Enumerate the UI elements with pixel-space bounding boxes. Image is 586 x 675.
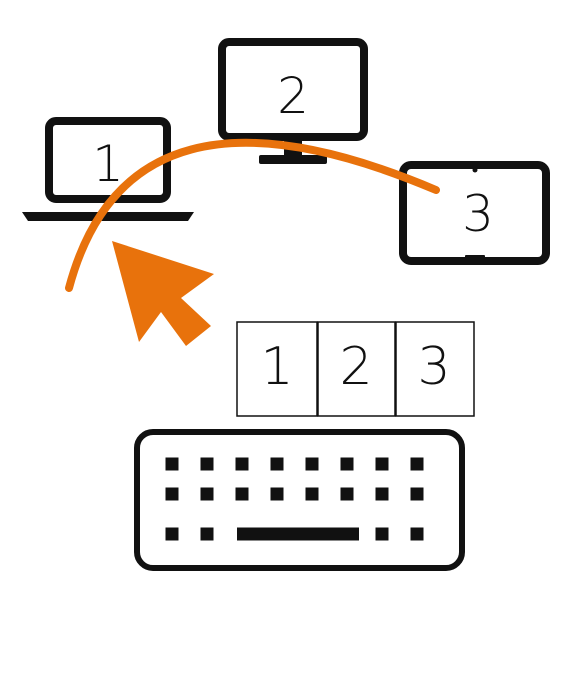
keyboard-key	[165, 527, 179, 541]
keyboard-key	[270, 487, 284, 501]
number-keys: 1 2 3	[236, 321, 475, 417]
curved-arrow-icon	[65, 138, 440, 346]
key-2: 2	[317, 321, 396, 417]
key-label-1: 1	[260, 337, 293, 397]
keyboard-key	[305, 457, 319, 471]
device-label-1: 1	[92, 135, 124, 193]
keyboard-icon	[134, 429, 465, 571]
keyboard-key	[200, 457, 214, 471]
keyboard-key	[200, 527, 214, 541]
keyboard-key	[235, 487, 249, 501]
key-label-3: 3	[417, 337, 450, 397]
keyboard-key	[340, 457, 354, 471]
keyboard-key	[375, 527, 389, 541]
keyboard-key	[375, 457, 389, 471]
device-label-3: 3	[462, 185, 494, 243]
keyboard-key	[200, 487, 214, 501]
keyboard-key	[235, 457, 249, 471]
keyboard-key	[410, 457, 424, 471]
keyboard-key	[410, 527, 424, 541]
desktop-monitor-icon: 2	[218, 38, 368, 164]
tablet-icon: 3	[399, 161, 550, 265]
keyboard-key	[165, 457, 179, 471]
keyboard-keys	[165, 457, 424, 541]
keyboard-key	[340, 487, 354, 501]
keyboard-key	[375, 487, 389, 501]
switch-arc	[65, 138, 440, 292]
spacebar-key	[237, 527, 359, 541]
key-3: 3	[395, 321, 475, 417]
keyboard-key	[270, 457, 284, 471]
keyboard-key	[305, 487, 319, 501]
keyboard-key	[410, 487, 424, 501]
key-1: 1	[236, 321, 318, 417]
device-label-2: 2	[277, 67, 309, 125]
keyboard-key	[165, 487, 179, 501]
key-label-2: 2	[339, 337, 372, 397]
arrow-head	[112, 241, 214, 346]
